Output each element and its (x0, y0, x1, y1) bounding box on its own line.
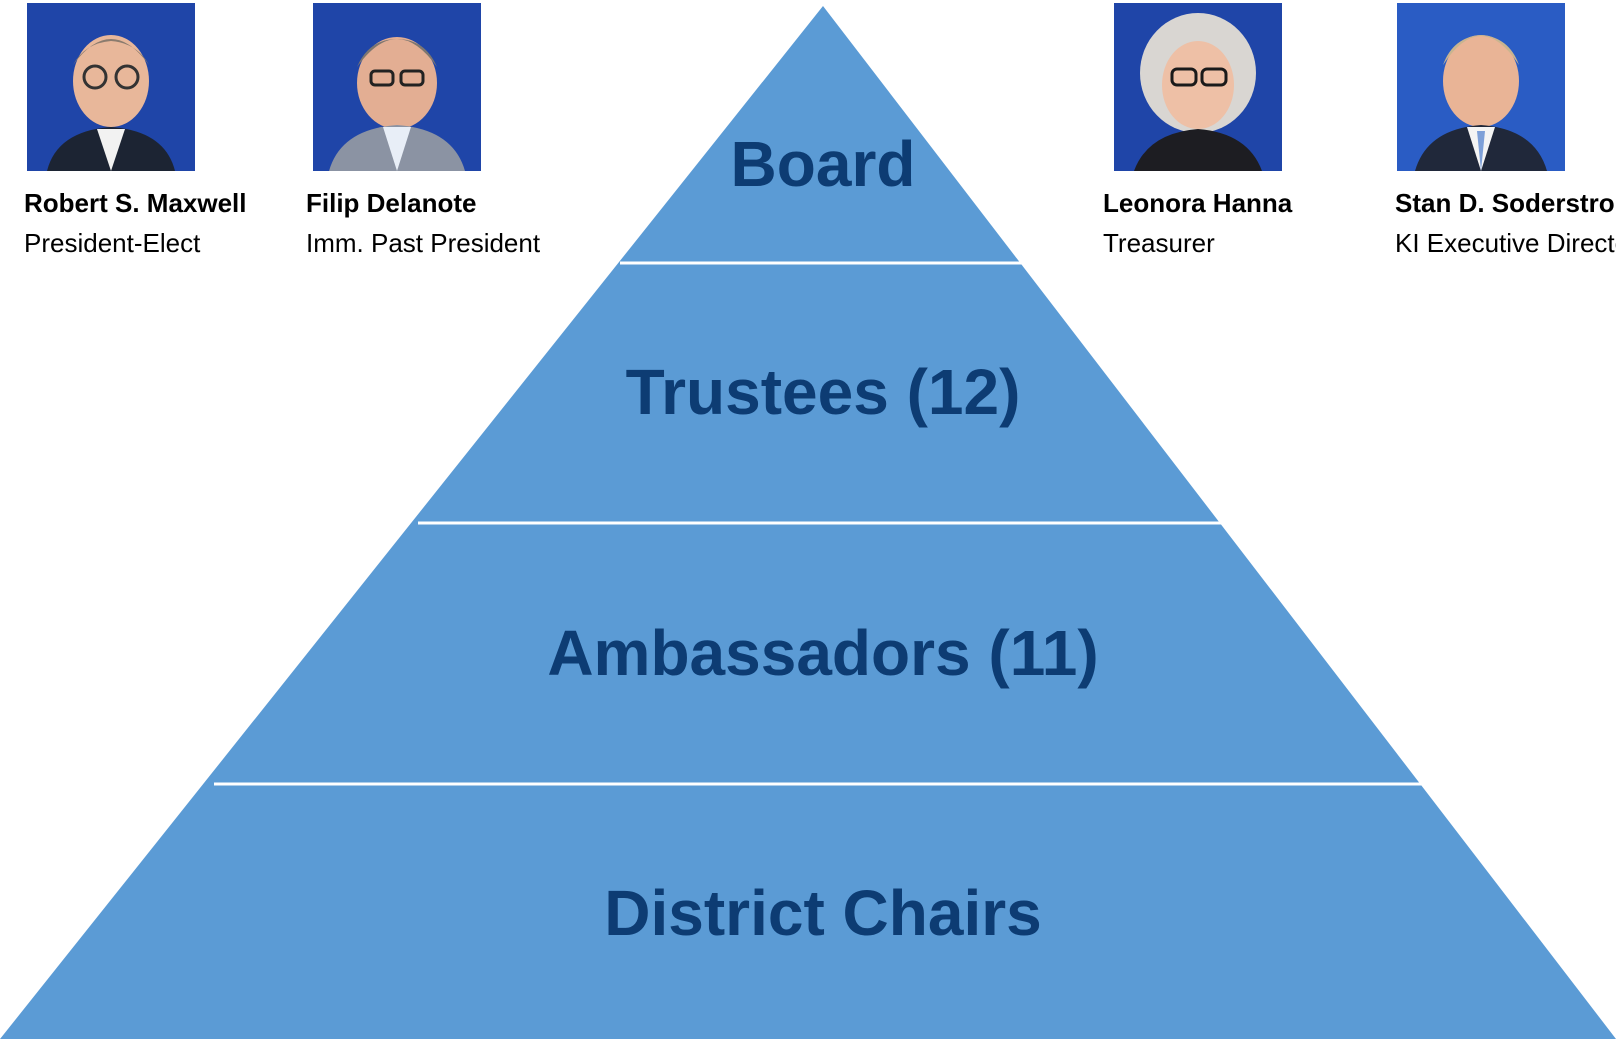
portrait-photo (1397, 3, 1565, 171)
person-name: Filip Delanote (306, 188, 477, 218)
tier-label-trustees: Trustees (12) (626, 356, 1021, 428)
tier-label-ambassadors: Ambassadors (11) (547, 617, 1098, 689)
person-name: Leonora Hanna (1103, 188, 1293, 218)
person-role: KI Executive Director (1395, 228, 1616, 258)
portrait-photo (1114, 3, 1282, 171)
person-role: President-Elect (24, 228, 201, 258)
tier-label-board: Board (731, 128, 916, 200)
portrait-photo (313, 3, 481, 171)
person-name: Stan D. Soderstrom (1395, 188, 1616, 218)
portrait-photo (27, 3, 195, 171)
tier-label-district-chairs: District Chairs (604, 877, 1041, 949)
person-role: Treasurer (1103, 228, 1215, 258)
person-role: Imm. Past President (306, 228, 541, 258)
person-name: Robert S. Maxwell (24, 188, 247, 218)
